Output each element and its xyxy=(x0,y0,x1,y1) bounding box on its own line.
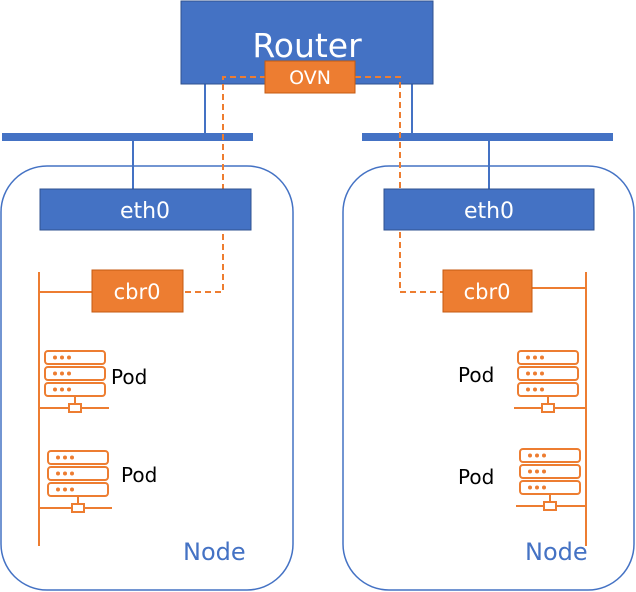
pod-icon-left-1 xyxy=(39,350,109,413)
pod-label-left-1: Pod xyxy=(111,365,147,389)
ovn-tunnel-left xyxy=(183,76,266,293)
pod-icon-left-2 xyxy=(39,450,112,513)
cbr0-box-left xyxy=(91,269,184,313)
pod-icons xyxy=(39,350,586,513)
pod-label-left-2: Pod xyxy=(121,463,157,487)
pod-icon-right-2 xyxy=(516,448,586,511)
network-bar-left xyxy=(2,133,253,141)
eth0-box-right xyxy=(383,188,595,231)
cbr0-label-right: cbr0 xyxy=(464,280,511,304)
node-label-left: Node xyxy=(183,538,246,566)
cbr0-label-left: cbr0 xyxy=(114,280,161,304)
cbr0-box-right xyxy=(442,269,533,313)
ovn-box xyxy=(264,60,356,94)
ovn-label: OVN xyxy=(289,67,331,89)
pod-icon-right-1 xyxy=(514,350,586,413)
pod-label-right-1: Pod xyxy=(458,363,494,387)
node-label-right: Node xyxy=(525,538,588,566)
eth0-label-left: eth0 xyxy=(120,199,170,224)
ovn-tunnel-right xyxy=(355,76,443,293)
eth0-box-left xyxy=(39,188,252,231)
router-label: Router xyxy=(252,26,362,65)
network-bar-right xyxy=(362,133,613,141)
eth0-label-right: eth0 xyxy=(464,199,514,224)
pod-label-right-2: Pod xyxy=(458,465,494,489)
